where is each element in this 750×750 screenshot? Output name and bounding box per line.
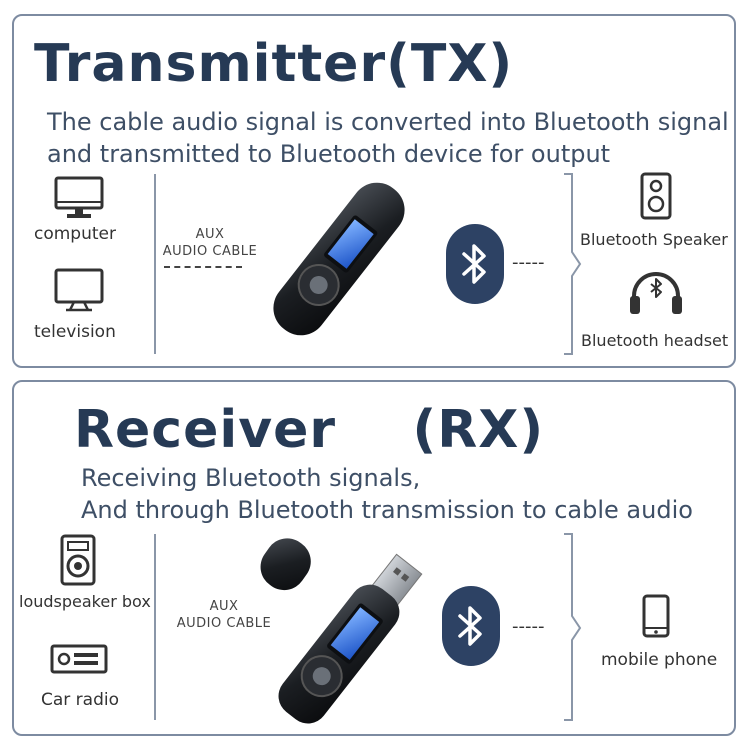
receiver-description-line1: Receiving Bluetooth signals, (81, 464, 421, 492)
receiver-panel: Receiver (RX) Receiving Bluetooth signal… (12, 380, 736, 736)
headphones-icon (630, 272, 682, 314)
device-label-bluetooth-speaker: Bluetooth Speaker (580, 230, 728, 249)
speaker-icon (640, 172, 672, 220)
transmitter-description-line2: and transmitted to Bluetooth device for … (47, 140, 611, 168)
aux-cable-label: AUX AUDIO CABLE (160, 226, 260, 260)
transmitter-panel: Transmitter(TX) The cable audio signal i… (12, 14, 736, 368)
aux-cable-label-rx: AUX AUDIO CABLE (174, 598, 274, 632)
bluetooth-receiver-image (260, 538, 423, 724)
cable-dash (164, 266, 242, 268)
phone-icon (642, 594, 670, 638)
monitor-icon (54, 176, 104, 218)
device-label-loudspeaker-box: loudspeaker box (19, 592, 151, 611)
transmitter-description: The cable audio signal is converted into… (47, 106, 729, 170)
loudspeaker-icon (60, 534, 96, 586)
device-label-television: television (34, 322, 116, 342)
aux-label-rx: AUX (209, 599, 239, 614)
transmitter-title: Transmitter(TX) (34, 34, 514, 94)
aux-label: AUX (195, 227, 225, 242)
device-label-car-radio: Car radio (41, 690, 120, 710)
bluetooth-badge-rx (442, 586, 500, 666)
bracket-right (564, 173, 582, 355)
bluetooth-icon (458, 606, 482, 646)
bracket-right-rx (564, 533, 582, 721)
receiver-description: Receiving Bluetooth signals, And through… (81, 462, 693, 526)
divider-left (154, 174, 156, 354)
receiver-description-line2: And through Bluetooth transmission to ca… (81, 496, 693, 524)
device-label-mobile-phone: mobile phone (601, 650, 718, 670)
audio-cable-label: AUDIO CABLE (162, 244, 258, 259)
audio-cable-label-rx: AUDIO CABLE (176, 616, 272, 631)
tv-icon (54, 268, 104, 312)
device-label-computer: computer (34, 224, 116, 244)
connector-dashes-rx: ----- (512, 616, 545, 637)
transmitter-description-line1: The cable audio signal is converted into… (47, 108, 729, 136)
divider-left-rx (154, 534, 156, 720)
car-radio-icon (50, 644, 108, 674)
device-label-bluetooth-headset: Bluetooth headset (581, 331, 729, 350)
receiver-title: Receiver (RX) (74, 400, 545, 460)
bluetooth-icon (462, 244, 486, 284)
connector-dashes: ----- (512, 252, 545, 273)
bluetooth-dongle-image (273, 182, 405, 336)
bluetooth-badge (446, 224, 504, 304)
